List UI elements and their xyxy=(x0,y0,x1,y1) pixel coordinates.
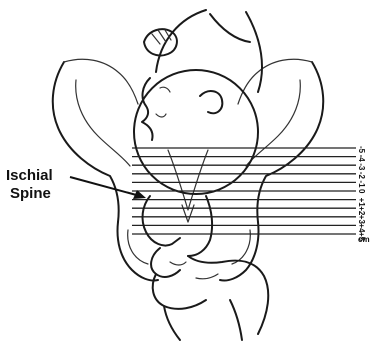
annotation-arrow-shaft xyxy=(70,177,140,196)
station-label: -3 xyxy=(357,163,366,171)
right-ilium-crest xyxy=(238,59,312,104)
fetal-shoulder xyxy=(210,14,250,42)
station-label: -4 xyxy=(357,155,366,163)
station-label: 0 xyxy=(357,189,366,194)
left-ischium xyxy=(118,222,158,281)
examiner-index-finger xyxy=(143,196,180,246)
unit-label: cm xyxy=(358,235,370,244)
left-ilium-crest xyxy=(64,59,138,104)
examiner-thumb xyxy=(153,274,206,309)
left-ilium xyxy=(53,62,119,222)
right-ischium xyxy=(220,222,259,281)
examiner-knuckles xyxy=(170,262,218,279)
fetal-mouth xyxy=(156,114,166,117)
annotation-line1: Ischial xyxy=(6,167,53,184)
sacrum xyxy=(168,150,208,210)
left-ilium-inner xyxy=(76,80,130,166)
fetal-face-profile xyxy=(142,78,153,140)
left-obturator xyxy=(128,230,148,264)
right-obturator xyxy=(232,230,250,264)
fetal-eye xyxy=(160,87,170,92)
examiner-wrist xyxy=(164,300,242,340)
station-label: -1 xyxy=(357,180,366,188)
annotation-line2: Spine xyxy=(10,185,51,202)
station-label: -5 xyxy=(357,146,366,154)
fetal-ear xyxy=(200,91,222,113)
station-lines: -5-4-3-2-10+1+2+3+4+5 xyxy=(132,146,366,242)
station-label: -2 xyxy=(357,172,366,180)
right-ilium xyxy=(257,62,323,222)
